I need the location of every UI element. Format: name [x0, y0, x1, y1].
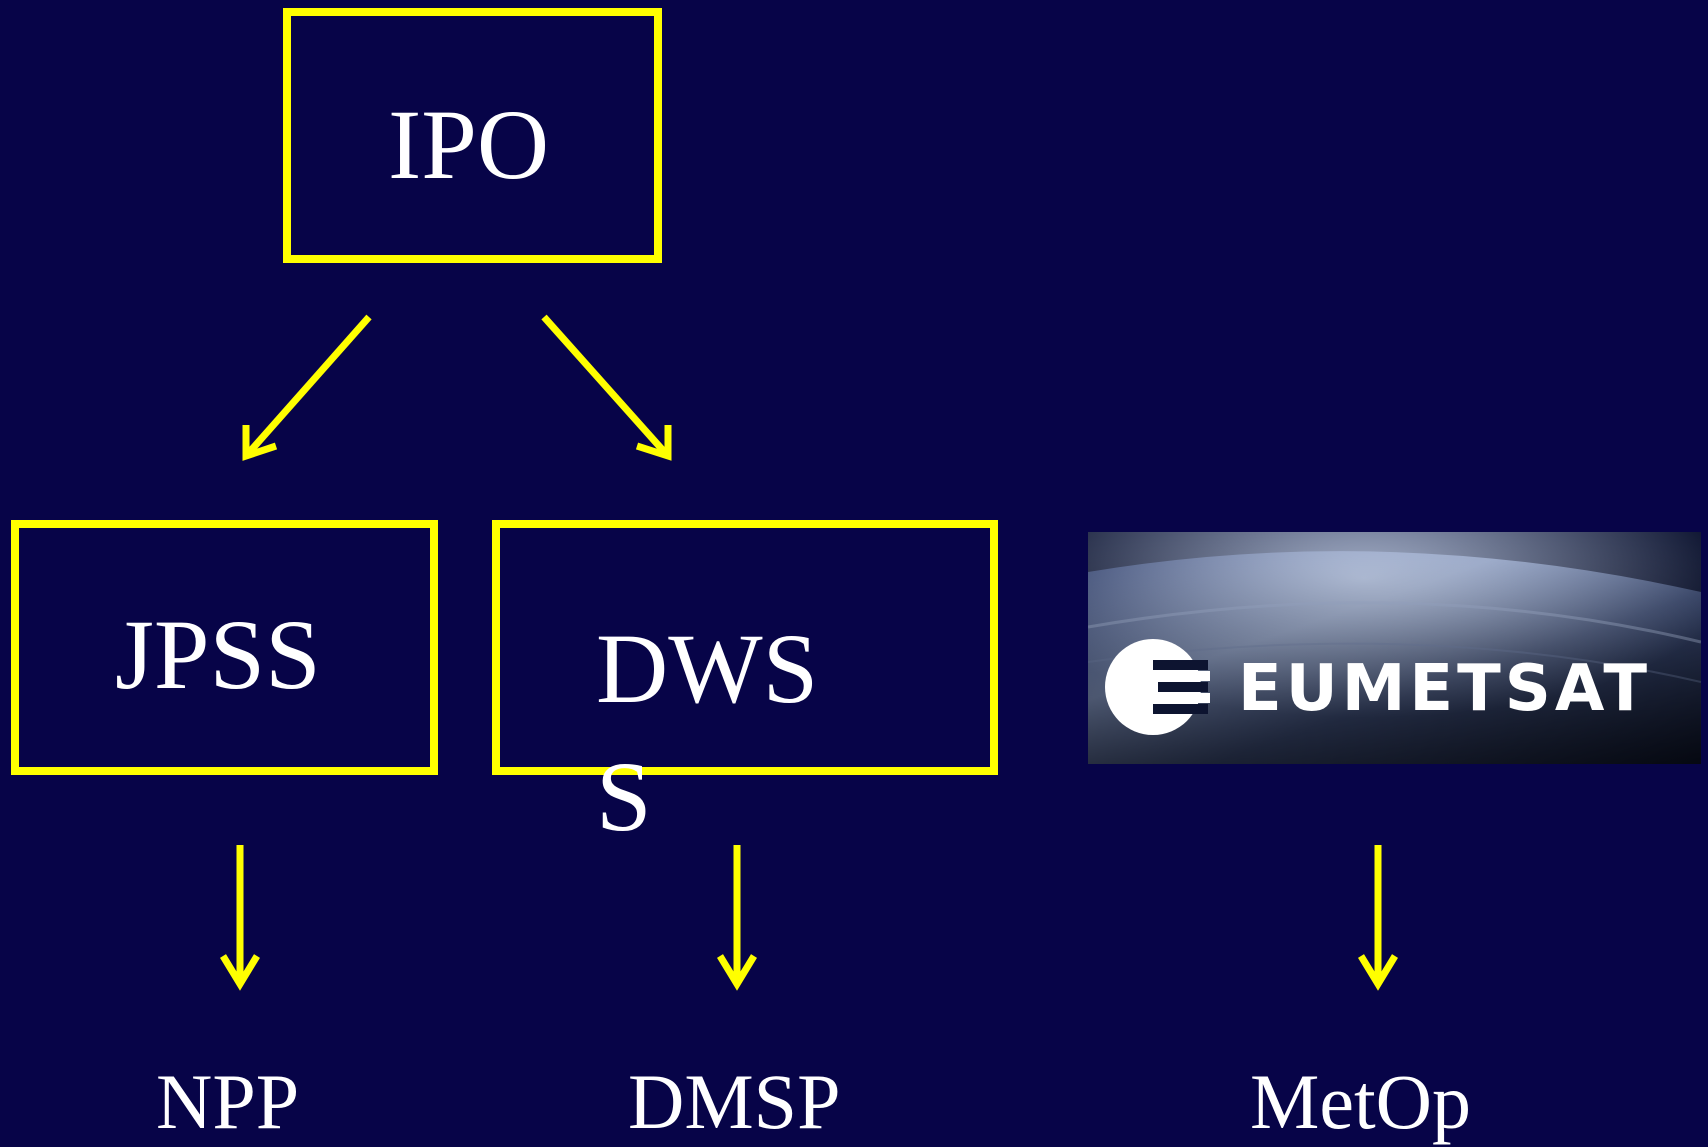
eumetsat-swoosh-icon	[1105, 639, 1210, 735]
jpss-box	[11, 520, 438, 775]
metop-label: MetOp	[1250, 1058, 1471, 1145]
dmsp-label: DMSP	[628, 1058, 841, 1145]
jpss-label: JPSS	[115, 599, 321, 710]
eumetsat-logo-text: EUMETSAT	[1238, 652, 1652, 726]
arrow-ipo-to-dwss	[541, 314, 672, 461]
npp-label: NPP	[156, 1058, 300, 1145]
eumetsat-logo: EUMETSAT	[1088, 532, 1701, 764]
dwss-label: DWSS	[596, 613, 819, 852]
arrow-jpss-to-npp	[220, 845, 260, 991]
arrow-ipo-to-jpss	[242, 314, 372, 461]
ipo-box	[283, 8, 662, 263]
ipo-label: IPO	[388, 89, 550, 200]
arrow-dwss-to-dmsp	[717, 845, 757, 991]
dwss-box	[492, 520, 998, 775]
arrow-eumetsat-to-metop	[1358, 845, 1398, 991]
